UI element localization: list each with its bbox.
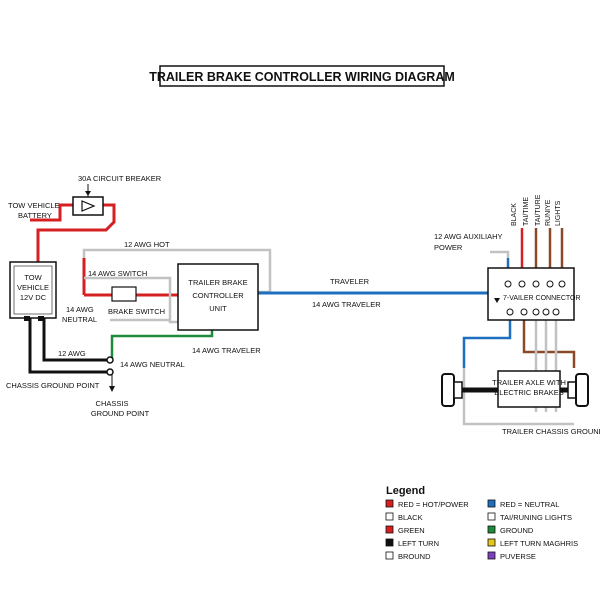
hot-12awg-label: 12 AWG HOT [124,240,170,249]
tow-vehicle-box: TOW VEHICLE 12V DC [9,261,57,321]
traveler-14awg-label: 14 AWG TRAVELER [312,300,381,309]
neutral-bottom-label: 14 AWG NEUTRAL [120,360,185,369]
vertical-label-runiye: RUNIYE [545,199,552,226]
legend-swatch [385,499,394,508]
legend-swatch [487,551,496,560]
brake-switch-component [111,286,137,302]
legend-item-label: BROUND [398,552,431,561]
controller-box: TRAILER BRAKE CONTROLLER UNIT [177,263,259,331]
seven-way-connector: 7-VAILER CONNECTOR [487,267,581,321]
legend-swatch [487,525,496,534]
hot-wire-battery-breaker [36,203,116,262]
diagram-title: TRAILER BRAKE CONTROLLER WIRING DIAGRAM [149,70,455,84]
legend-swatch [487,512,496,521]
legend-item-label: RED = HOT/POWER [398,500,469,509]
chassis-ground-point-label: CHASSIS GROUND POINT [6,381,100,390]
traveler-bottom-label: 14 AWG TRAVELER [192,346,261,355]
switch-14awg-wire [84,276,178,324]
black-ground-wires [28,318,108,374]
tow-vehicle-line2: VEHICLE [17,283,49,292]
trailer-chassis-ground-label: TRAILER CHASSIS GROUND [502,427,600,436]
circuit-breaker-label: 30A CIRCUIT BREAKER [78,174,162,183]
legend-left-column: RED = HOT/POWER BLACK GREEN LEFT TURN BR… [385,499,469,561]
vertical-label-black: BLACK [511,203,518,226]
legend-swatch [385,525,394,534]
legend-item-label: LEFT TURN [398,539,439,548]
connector-label: 7-VAILER CONNECTOR [503,295,581,302]
green-traveler-wire [110,330,214,360]
axle-label-line1: TRAILER AXLE WITH [492,378,566,387]
controller-line3: UNIT [209,304,227,313]
legend-item-label: RED = NEUTRAL [500,500,559,509]
awg12-label: 12 AWG [58,349,86,358]
ground-wire-2 [42,318,108,362]
brake-switch-label: BRAKE SWITCH [108,307,165,316]
legend-swatch [385,512,394,521]
legend-item-label: GROUND [500,526,534,535]
aux-power-label-line1: 12 AWG AUXILIAHY [434,232,503,241]
legend-swatch [385,538,394,547]
legend-swatch [487,499,496,508]
controller-line2: CONTROLLER [192,291,244,300]
legend-item-label: GREEN [398,526,425,535]
neutral-14awg-label-line2: NEUTRAL [62,315,97,324]
axle-label-line2: ELECTRIC BRAKES [494,388,564,397]
legend-item-label: PUVERSE [500,552,536,561]
trailer-axle: TRAILER AXLE WITH ELECTRIC BRAKES [441,370,589,408]
legend-swatch [487,538,496,547]
circuit-breaker [72,184,104,216]
hot-wire-breaker-battery [30,203,73,222]
legend: Legend RED = HOT/POWER BLACK GREEN LEFT … [385,485,578,561]
red-hot-wires [30,203,178,297]
legend-item-label: BLACK [398,513,423,522]
neutral-14awg-label-line1: 14 AWG [66,305,94,314]
legend-title: Legend [386,485,425,497]
legend-right-column: RED = NEUTRAL TAI/RUNING LIGHTS GROUND L… [487,499,578,561]
legend-swatch [385,551,394,560]
aux-power-label-line2: POWER [434,243,463,252]
tow-vehicle-line3: 12V DC [20,293,47,302]
vertical-wire-labels: BLACK TAI/TIME TAI/TURE RUNIYE LIGHTS [511,194,562,226]
switch-14awg-label: 14 AWG SWITCH [88,269,147,278]
chassis-label-line2: GROUND POINT [91,409,150,418]
tow-vehicle-line1: TOW [24,273,42,282]
ground-wire-1 [28,318,108,374]
battery-label-line2: BATTERY [18,211,52,220]
legend-item-label: TAI/RUNING LIGHTS [500,513,572,522]
vertical-label-lights: LIGHTS [555,200,562,226]
title-block: TRAILER BRAKE CONTROLLER WIRING DIAGRAM [149,65,455,87]
chassis-ground-point [106,356,115,392]
vertical-label-tail-time: TAI/TIME [523,197,530,226]
controller-line1: TRAILER BRAKE [188,278,247,287]
vertical-label-tail-ture: TAI/TURE [535,194,542,226]
legend-item-label: LEFT TURN MAGHRIS [500,539,578,548]
battery-label-line1: TOW VEHICLE [8,201,60,210]
traveler-label: TRAVELER [330,277,370,286]
chassis-label-line1: CHASSIS [96,399,129,408]
